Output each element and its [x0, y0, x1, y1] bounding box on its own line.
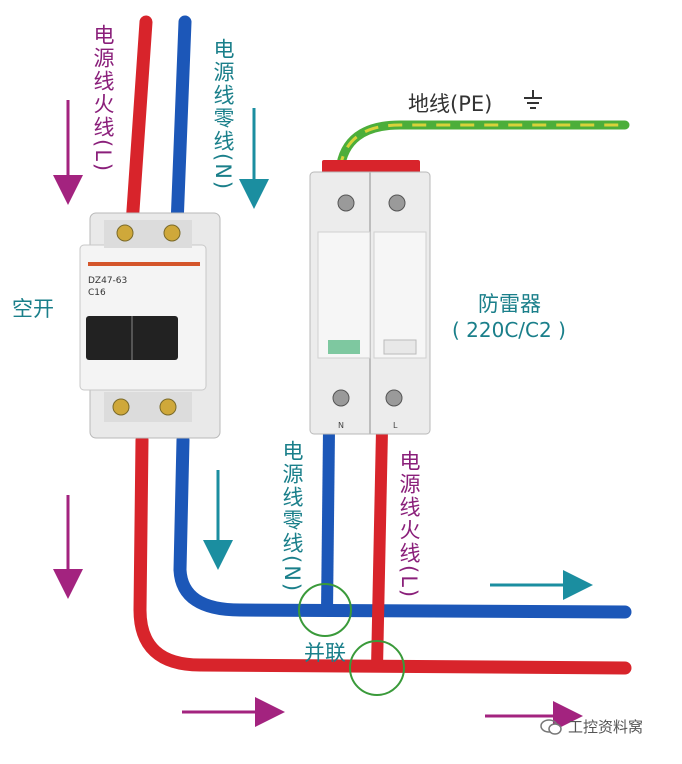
label-live-top: 电源线火线(L) — [91, 24, 115, 174]
spd-terminal-n: N — [338, 421, 344, 430]
spd-terminal-l: L — [393, 421, 398, 430]
ground-symbol-icon — [524, 90, 542, 109]
watermark-text: 工控资料窝 — [568, 718, 644, 736]
watermark: 工控资料窝 — [540, 716, 643, 737]
label-neutral-bottom: 电源线零线(N) — [280, 440, 304, 594]
breaker-model: DZ47-63 — [88, 276, 127, 286]
breaker-rating: C16 — [88, 288, 106, 298]
neutral-wire-top — [170, 15, 192, 232]
live-wire-bottom — [133, 433, 632, 675]
surge-protector: N L — [309, 160, 431, 435]
neutral-junction-circle — [298, 583, 352, 637]
spd-neutral-drop — [321, 429, 335, 613]
label-spd-name: 防雷器 — [478, 292, 541, 316]
label-live-bottom: 电源线火线(L) — [397, 450, 421, 600]
live-wire-top — [125, 15, 153, 232]
label-parallel: 并联 — [304, 641, 346, 665]
label-spd-model: ( 220C/C2 ) — [452, 318, 566, 342]
spd-live-drop — [371, 429, 388, 669]
neutral-wire-bottom — [173, 433, 632, 619]
live-junction-circle — [349, 640, 405, 696]
label-breaker: 空开 — [12, 297, 54, 321]
label-neutral-top: 电源线零线(N) — [211, 38, 235, 192]
wechat-icon — [540, 718, 562, 735]
circuit-breaker: DZ47-63 C16 — [79, 212, 221, 439]
label-ground: 地线(PE) — [408, 92, 493, 116]
